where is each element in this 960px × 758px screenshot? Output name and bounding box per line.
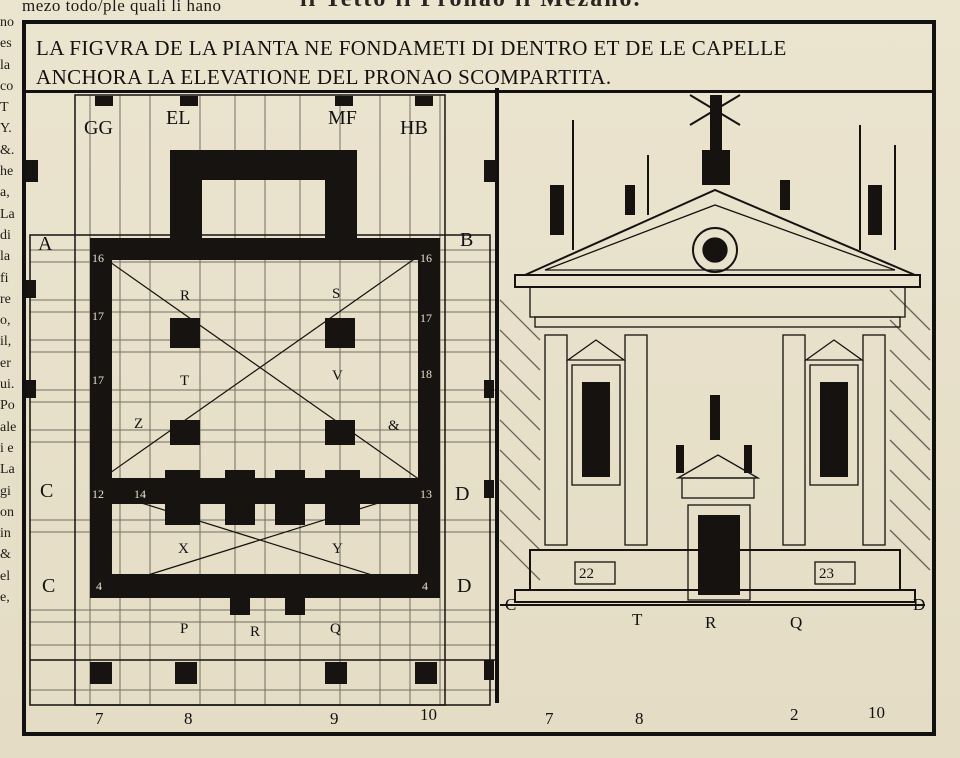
plan-top-label: HB bbox=[400, 117, 428, 139]
plan-bottom-number: 7 bbox=[95, 709, 104, 728]
elevation-bottom-number: 2 bbox=[790, 705, 799, 724]
plan-number: 13 bbox=[420, 487, 432, 501]
plan-room-letter: S bbox=[332, 286, 340, 302]
plan-number: 17 bbox=[92, 309, 104, 323]
plan-bottom-number: 8 bbox=[184, 709, 193, 728]
plan-side-label: C bbox=[42, 575, 55, 597]
plan-room-letter: V bbox=[332, 368, 343, 384]
plan-bottom-number: 9 bbox=[330, 709, 339, 728]
margin-text-fragment: la bbox=[0, 249, 11, 265]
plan-room-letter: R bbox=[180, 288, 190, 304]
plan-side-label: C bbox=[40, 480, 53, 502]
margin-text-fragment: i e bbox=[0, 440, 14, 456]
elevation-bottom-number: 10 bbox=[868, 703, 885, 722]
plan-number: 14 bbox=[134, 487, 146, 501]
plan-room-letter: Y bbox=[332, 541, 343, 557]
margin-text-fragment: ale bbox=[0, 419, 17, 435]
margin-text-fragment: on bbox=[0, 504, 14, 520]
elevation-ground-letter: R bbox=[705, 613, 717, 632]
margin-text-fragment: er bbox=[0, 355, 11, 371]
plan-side-label: B bbox=[460, 229, 473, 251]
woodcut-frame bbox=[22, 20, 936, 736]
plan-room-letter: Q bbox=[330, 621, 341, 637]
plan-room-letter: R bbox=[250, 624, 260, 640]
caption-line-1: LA FIGVRA DE LA PIANTA NE FONDAMETI DI D… bbox=[36, 36, 787, 60]
plan-side-label: D bbox=[455, 483, 469, 505]
plan-number: 17 bbox=[92, 373, 104, 387]
woodcut-caption: LA FIGVRA DE LA PIANTA NE FONDAMETI DI D… bbox=[36, 34, 926, 92]
panel-divider bbox=[495, 88, 499, 703]
elevation-corner-label: D bbox=[913, 595, 925, 614]
margin-text-fragment: ui. bbox=[0, 377, 15, 393]
margin-text-fragment: il, bbox=[0, 334, 12, 350]
margin-text-fragment: T bbox=[0, 100, 9, 116]
margin-text-fragment: co bbox=[0, 78, 14, 94]
margin-text-fragment: & bbox=[0, 547, 11, 563]
elevation-ground-letter: Q bbox=[790, 613, 802, 632]
margin-text-fragment: la bbox=[0, 57, 11, 73]
plan-number: 16 bbox=[420, 251, 432, 265]
margin-text-fragment: di bbox=[0, 227, 11, 243]
margin-text-fragment: es bbox=[0, 36, 12, 52]
running-head-right: il Tetto il Pronao il Mezano. bbox=[300, 0, 642, 13]
plan-room-letter: P bbox=[180, 621, 188, 637]
plan-number: 18 bbox=[420, 367, 432, 381]
plan-number: 17 bbox=[420, 311, 432, 325]
elevation-ground-letter: T bbox=[632, 610, 643, 629]
margin-text-fragment: &. bbox=[0, 142, 15, 158]
plan-number: 12 bbox=[92, 487, 104, 501]
plan-side-label: D bbox=[457, 575, 471, 597]
plan-top-label: MF bbox=[328, 107, 357, 129]
margin-text-fragment: he bbox=[0, 164, 14, 180]
plan-number: 4 bbox=[96, 579, 102, 593]
running-head-left: mezo todo/ple quali li hano bbox=[22, 0, 222, 15]
elevation-panel-number: 23 bbox=[819, 566, 834, 582]
plan-number: 16 bbox=[92, 251, 104, 265]
caption-rule bbox=[26, 90, 932, 93]
margin-text-fragment: a, bbox=[0, 185, 10, 201]
elevation-bottom-number: 7 bbox=[545, 709, 554, 728]
margin-text-fragment: in bbox=[0, 526, 11, 542]
plan-room-letter: X bbox=[178, 541, 189, 557]
plan-top-label: EL bbox=[166, 107, 190, 129]
elevation-bottom-number: 8 bbox=[635, 709, 644, 728]
plan-top-label: GG bbox=[84, 117, 113, 139]
margin-text-fragment: gi bbox=[0, 483, 11, 499]
margin-text-fragment: fi bbox=[0, 270, 9, 286]
plan-side-label: A bbox=[38, 233, 53, 255]
plan-room-letter: & bbox=[388, 418, 400, 434]
margin-text-fragment: Po bbox=[0, 398, 15, 414]
plan-number: 4 bbox=[422, 579, 428, 593]
plan-bottom-number: 10 bbox=[420, 705, 437, 724]
elevation-panel-number: 22 bbox=[579, 566, 594, 582]
elevation-corner-label: C bbox=[505, 595, 516, 614]
margin-text-fragment: re bbox=[0, 291, 11, 307]
margin-text-fragment: o, bbox=[0, 313, 11, 329]
plan-room-letter: T bbox=[180, 373, 189, 389]
margin-text-fragment: La bbox=[0, 206, 15, 222]
caption-line-2: ANCHORA LA ELEVATIONE DEL PRONAO SCOMPAR… bbox=[36, 65, 612, 89]
margin-text-fragment: Y. bbox=[0, 121, 12, 137]
margin-text-fragment: el bbox=[0, 568, 11, 584]
margin-text-fragment: e, bbox=[0, 590, 10, 606]
plan-room-letter: Z bbox=[134, 416, 143, 432]
margin-text-fragment: La bbox=[0, 462, 15, 478]
margin-text-fragment: no bbox=[0, 15, 14, 30]
